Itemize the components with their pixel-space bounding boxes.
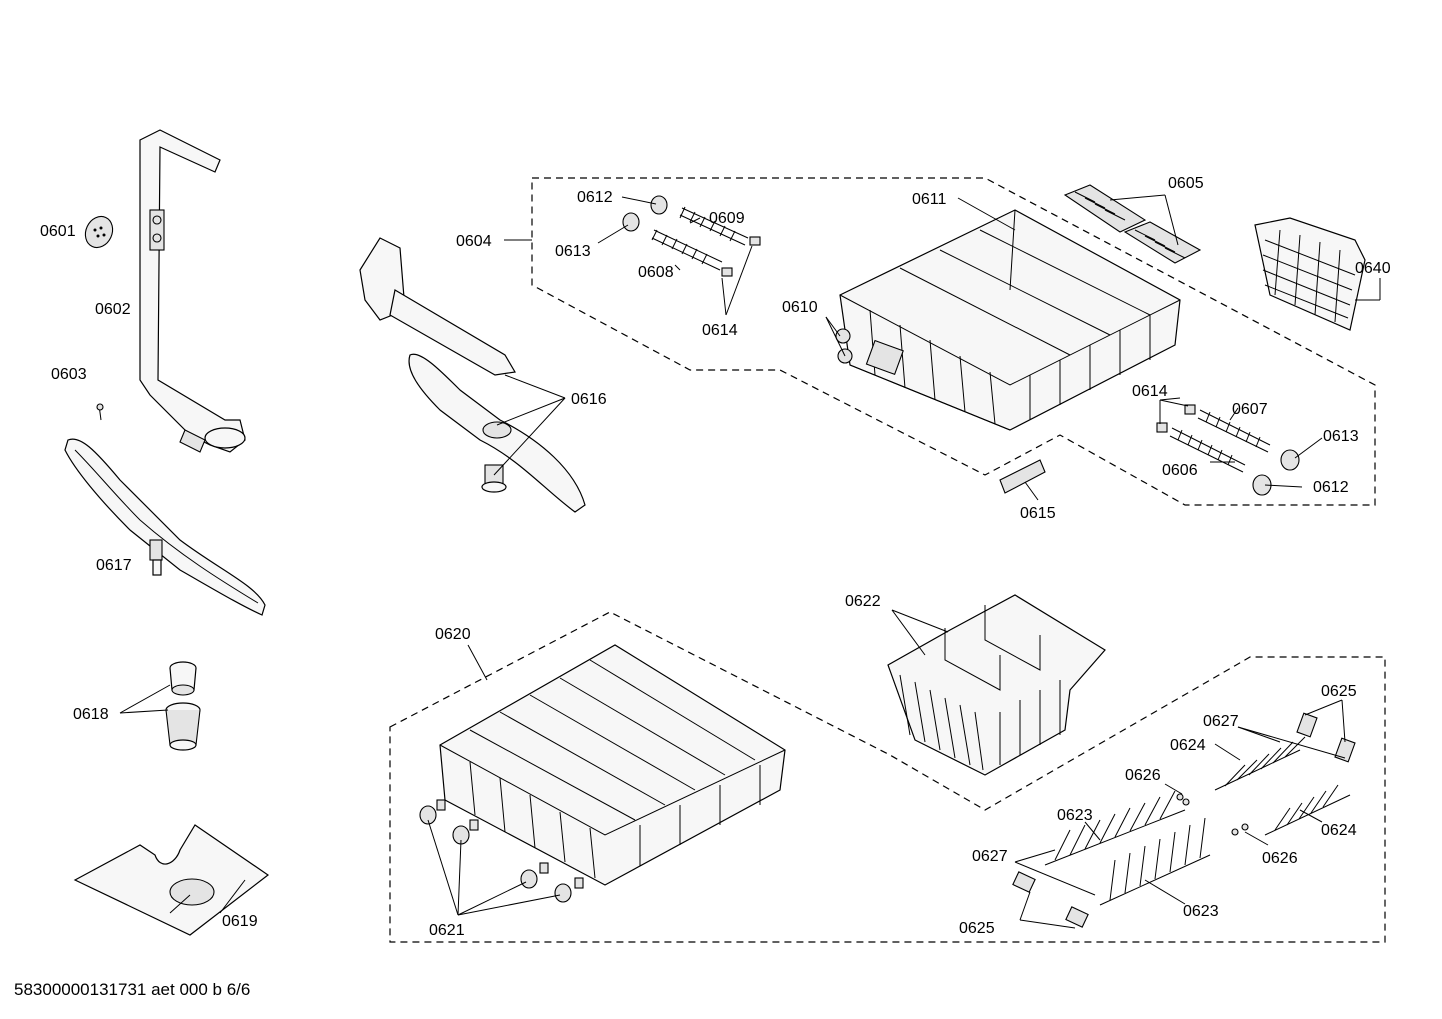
label-0626-lower: 0626 [1262,850,1298,867]
label-0614-upper: 0614 [702,322,738,339]
label-0608: 0608 [638,264,674,281]
part-0619-base-plate [73,824,270,936]
label-0604: 0604 [456,233,492,250]
lower-rack-group-outline [389,611,1386,943]
label-0617: 0617 [96,557,132,574]
upper-rack-group-outline [531,177,1376,506]
label-0623-upper: 0623 [1057,807,1093,824]
part-0605-inserts [1063,184,1202,264]
label-0615: 0615 [1020,505,1056,522]
label-0621: 0621 [429,922,465,939]
part-0615-clip [999,459,1046,494]
label-0602: 0602 [95,301,131,318]
label-0627-lower: 0627 [972,848,1008,865]
part-0611-upper-basket [835,209,1181,431]
label-0624-lower: 0624 [1321,822,1357,839]
label-0627-upper: 0627 [1203,713,1239,730]
part-0618-filters [165,661,201,751]
label-0622: 0622 [845,593,881,610]
label-0613-lower: 0613 [1323,428,1359,445]
label-0618: 0618 [73,706,109,723]
part-0621-wheels [419,799,584,903]
part-0616-upper-spray-arm [359,237,586,513]
label-0625-upper: 0625 [1321,683,1357,700]
label-0603: 0603 [51,366,87,383]
part-0640-cutlery-holder [1254,217,1366,331]
part-0601-nozzle [84,215,114,249]
part-folding-tines-set [1012,712,1356,928]
document-footer-code: 58300000131731 aet 000 b 6/6 [14,980,251,999]
label-0613-upper: 0613 [555,243,591,260]
label-0614-lower: 0614 [1132,383,1168,400]
part-0602-supply-pipe [139,129,246,453]
label-0623-lower: 0623 [1183,903,1219,920]
label-0626-upper: 0626 [1125,767,1161,784]
label-0620: 0620 [435,626,471,643]
label-0625-lower: 0625 [959,920,995,937]
part-0622-cutlery-basket [887,594,1106,776]
label-0612-lower: 0612 [1313,479,1349,496]
label-0624-upper: 0624 [1170,737,1206,754]
label-0640: 0640 [1355,260,1391,277]
part-rack-rail-set-right [1156,404,1300,496]
label-0605: 0605 [1168,175,1204,192]
label-0611: 0611 [912,191,947,208]
part-0617-lower-spray-arm [64,438,266,616]
label-0601: 0601 [40,223,76,240]
label-0619: 0619 [222,913,258,930]
part-rack-rail-set-left [622,195,761,277]
leader-lines [119,194,1381,929]
label-0609: 0609 [709,210,745,227]
label-0616: 0616 [571,391,607,408]
label-0612-upper: 0612 [577,189,613,206]
label-0610: 0610 [782,299,818,316]
label-0607: 0607 [1232,401,1268,418]
part-0603-screw [96,403,104,421]
part-0620-lower-basket [439,644,786,886]
label-0606: 0606 [1162,462,1198,479]
